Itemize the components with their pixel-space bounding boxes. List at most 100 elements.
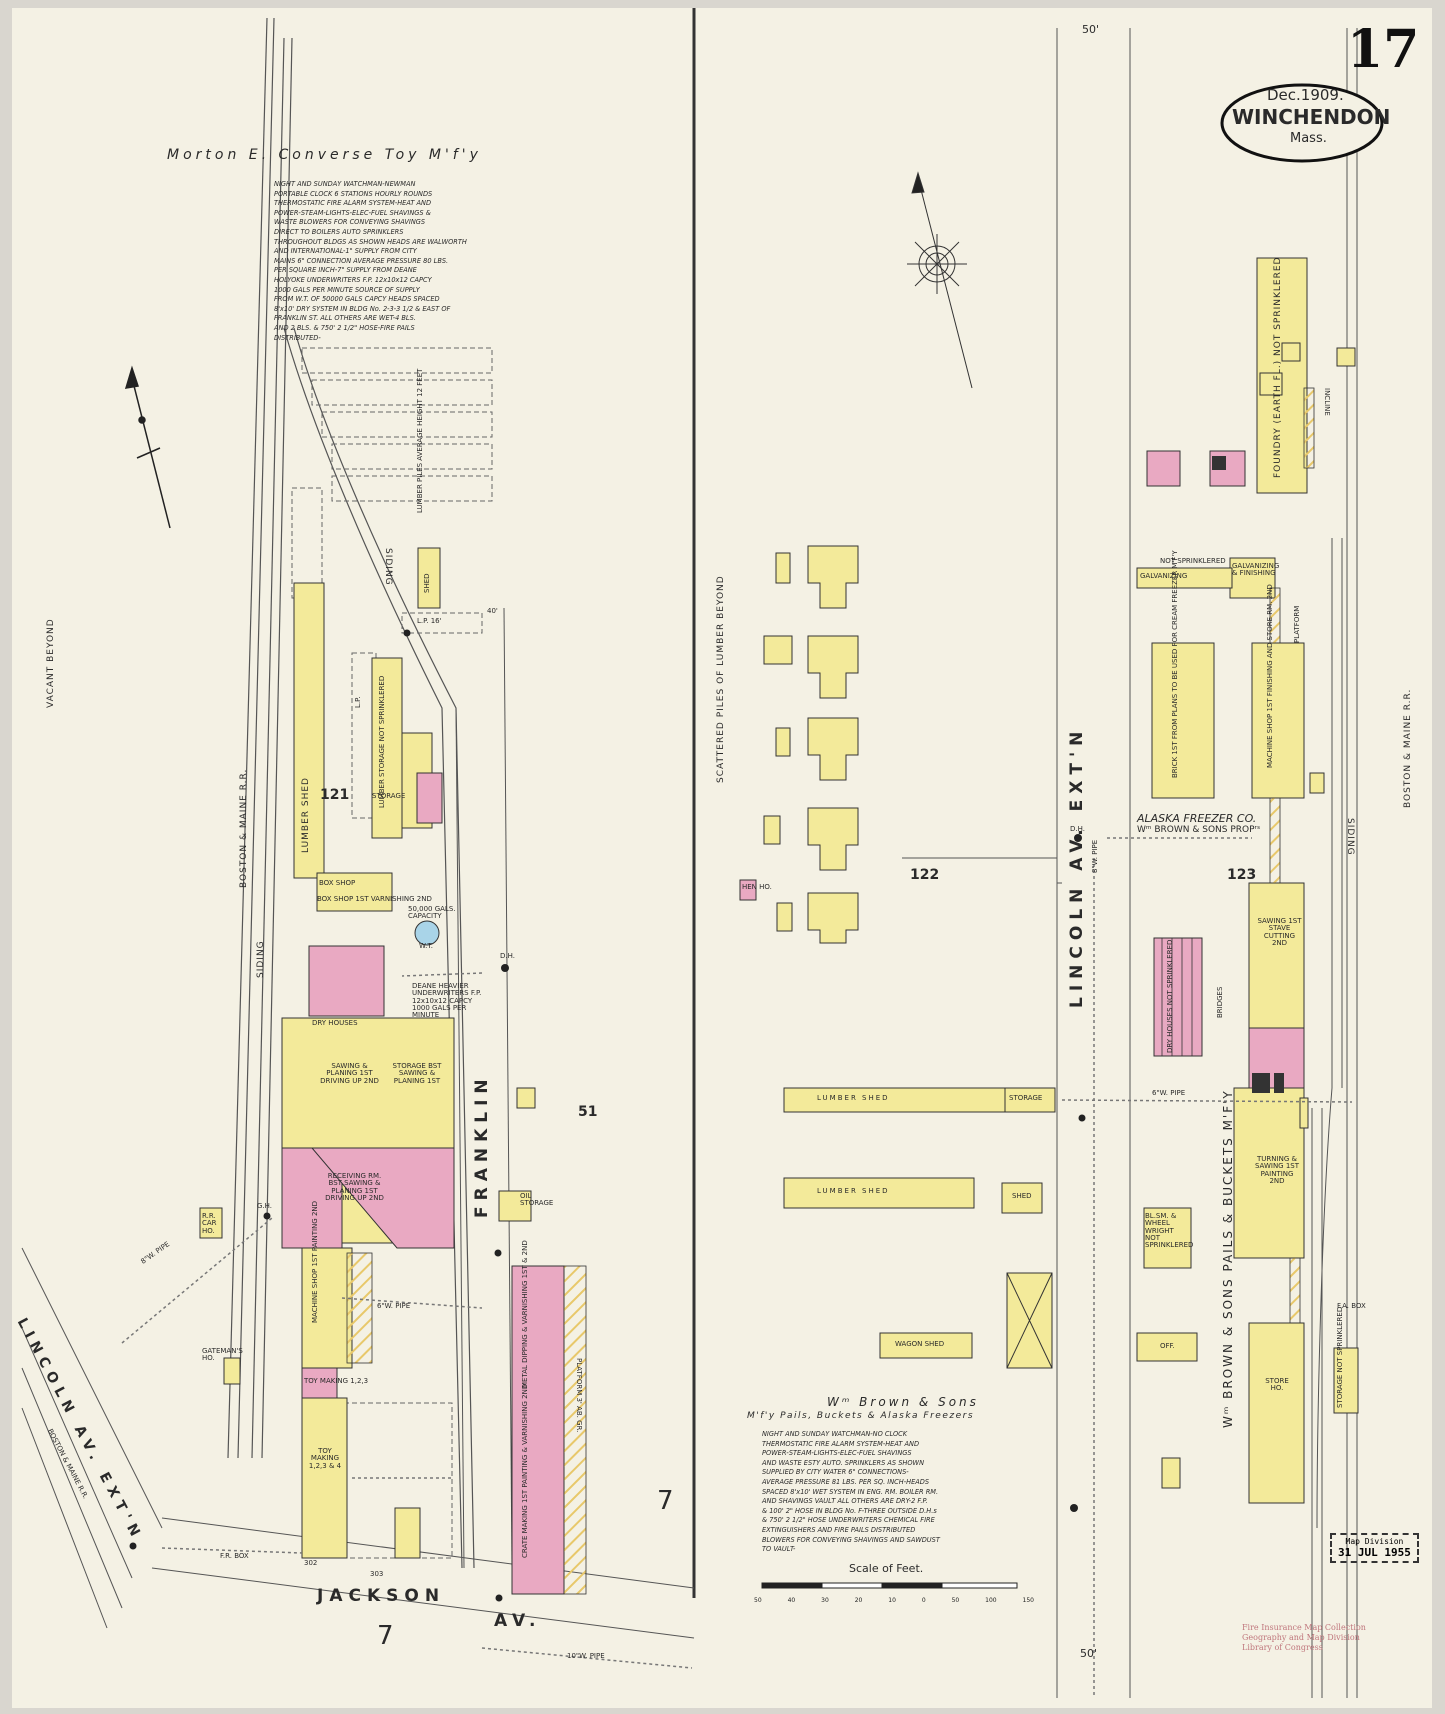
title-date: Dec.1909.: [1267, 86, 1344, 104]
gatemans-house-label: GATEMAN'S HO.: [202, 1347, 243, 1363]
water-tank-label: W.T.: [419, 942, 434, 950]
water-tank: [414, 920, 440, 946]
box-shop-label: BOX SHOP: [319, 879, 356, 887]
platform-label-left: PLATFORM 3' AB. GR.: [575, 1358, 583, 1433]
lumber-shed-right-label: LUMBER SHED: [817, 1094, 890, 1102]
office-label: OFF.: [1160, 1342, 1175, 1350]
scale-tick: 40: [787, 1597, 796, 1604]
scale-caption: Scale of Feet.: [849, 1562, 924, 1575]
right-small-sheds: [763, 545, 859, 944]
dry-houses-right-label: DRY HOUSES NOT SPRINKLERED: [1166, 939, 1174, 1053]
toy-making-label: TOY MAKING 1,2,3 & 4: [308, 1447, 342, 1470]
brown-sons-props-label: Wᵐ BROWN & SONS PROPʳˢ: [1137, 825, 1261, 835]
incline-label: INCLINE: [1323, 388, 1331, 416]
sheet-number: 17: [1347, 19, 1420, 80]
lp16-label: L.P. 16': [417, 617, 442, 625]
right-plan-title: Wᵐ Brown & Sons: [827, 1395, 979, 1409]
siding-label-left: SIDING: [256, 940, 266, 978]
block-121: 121: [320, 787, 350, 803]
compass-rose: [907, 171, 973, 389]
scale-bar: [761, 1582, 1018, 1589]
fire-alarm-box-left: F.R. BOX: [220, 1552, 249, 1560]
pipe-10-left: 10"W. PIPE: [567, 1652, 605, 1660]
lumber-storage-label: LUMBER STORAGE NOT SPRINKLERED: [378, 675, 386, 808]
wagon-shed-label: WAGON SHED: [895, 1340, 945, 1348]
avenue-label: AV.: [494, 1611, 542, 1631]
block-51: 51: [578, 1104, 598, 1120]
street-width-bottom: 50': [1080, 1647, 1098, 1660]
stamp-line-1: Map Division: [1345, 1537, 1404, 1546]
title-state: Mass.: [1290, 131, 1327, 146]
block-122: 122: [910, 867, 940, 883]
jackson-avenue: [151, 1517, 695, 1639]
not-sprinklered-label: NOT SPRINKLERED: [1160, 557, 1226, 565]
right-plan-notes: NIGHT AND SUNDAY WATCHMAN-NO CLOCK THERM…: [762, 1430, 940, 1554]
store-house-label: STORE HO.: [1265, 1377, 1289, 1393]
scale-tick: 50: [754, 1597, 762, 1604]
scale-ticks: 50 40 30 20 10 0 50 100 150: [754, 1597, 1034, 1604]
credit-line-1: Fire Insurance Map Collection: [1242, 1623, 1366, 1632]
brick-planned-label: BRICK 1ST FROM PLANS TO BE USED FOR CREA…: [1171, 550, 1179, 778]
title-town: WINCHENDON: [1232, 105, 1391, 129]
receiving-room: [310, 1147, 455, 1249]
foundry-label: FOUNDRY (EARTH FL.) NOT SPRINKLERED: [1273, 256, 1283, 478]
scattered-lumber-label: SCATTERED PILES OF LUMBER BEYOND: [716, 575, 726, 783]
storage-right-label: STORAGE: [1009, 1094, 1043, 1102]
lumber-shed-right-label-2: LUMBER SHED: [817, 1187, 890, 1195]
sawing-planing-label: SAWING & PLANING 1ST DRIVING UP 2ND: [320, 1062, 379, 1085]
scale-tick: 20: [854, 1597, 863, 1604]
receiving-room-label: RECEIVING RM. BST SAWING & PLANING 1ST D…: [325, 1172, 384, 1203]
siding-label-left-2: SIDING: [383, 548, 393, 586]
map-sheet: 17 Dec.1909. WINCHENDON Mass. 50' 50' Mo…: [12, 8, 1432, 1708]
lumber-piles-label: LUMBER PILES AVERAGE HEIGHT 12 FEET: [416, 368, 424, 513]
pails-buckets-mfy-label: Wᵐ BROWN & SONS PAILS & BUCKETS M'F'Y: [1221, 1089, 1235, 1428]
right-platforms: [1269, 387, 1315, 1324]
right-hydrants: [1070, 834, 1086, 1512]
storage-sawing-label: STORAGE BST SAWING & PLANING 1ST: [392, 1062, 442, 1085]
rr-right-label: BOSTON & MAINE R.R.: [1403, 688, 1413, 808]
block-7-right: 7: [657, 1486, 674, 1516]
scale-tick: 150: [1022, 1597, 1034, 1604]
scale-tick: 10: [888, 1597, 896, 1604]
right-streets: [902, 28, 1358, 1698]
siding-right-label: SIDING: [1345, 818, 1355, 856]
alaska-freezer-label: ALASKA FREEZER CO.: [1137, 812, 1257, 825]
dh-label-right: D.H.: [1070, 825, 1085, 833]
galvanizing-label: GALVANIZING: [1140, 572, 1188, 580]
metal-dipping-label: METAL DIPPING & VARNISHING 1ST & 2ND: [521, 1240, 529, 1388]
pipe-6-left: 6"W. PIPE: [377, 1302, 411, 1310]
right-water-pipes: [1061, 837, 1353, 1698]
hen-house-label: HEN HO.: [742, 883, 772, 891]
dry-house-dividers: [1161, 938, 1193, 1056]
machine-shop-label: MACHINE SHOP 1ST PAINTING 2ND: [311, 1200, 319, 1323]
library-credit: Fire Insurance Map Collection Geography …: [1242, 1623, 1366, 1653]
title-cartouche: [1220, 83, 1384, 163]
scale-tick: 0: [921, 1597, 926, 1604]
machine-shop-right-label: MACHINE SHOP 1ST FINISHING AND STORE RM.…: [1266, 584, 1274, 768]
dry-houses-label: DRY HOUSES: [312, 1019, 358, 1027]
bridges-label: BRIDGES: [1216, 986, 1224, 1018]
left-north-arrow: [124, 365, 171, 529]
franklin-street-label: FRANKLIN: [472, 1073, 492, 1218]
box-shop-varnishing-label: BOX SHOP 1ST VARNISHING 2ND: [317, 895, 432, 903]
rr-car-house-label: R.R. CAR HO.: [202, 1212, 217, 1235]
water-tank-capacity: 50,000 GALS. CAPACITY: [408, 905, 456, 921]
pipe-6-right: 6"W. PIPE: [1152, 1089, 1186, 1097]
crate-making-label: CRATE MAKING 1ST PAINTING & VARNISHING 2…: [521, 1383, 529, 1558]
jackson-avenue-label: JACKSON: [317, 1586, 446, 1606]
right-boilers: [1212, 456, 1284, 1093]
left-plan-title: Morton E. Converse Toy M'f'y: [167, 147, 482, 163]
sawing-stave-label: SAWING 1ST STAVE CUTTING 2ND: [1257, 917, 1302, 948]
block-7-bottom: 7: [377, 1621, 394, 1651]
oil-storage-label: OIL STORAGE: [520, 1192, 554, 1208]
right-yellow-buildings: [783, 257, 1359, 1504]
block-123: 123: [1227, 867, 1257, 883]
turning-sawing-label: TURNING & SAWING 1ST PAINTING 2ND: [1254, 1155, 1300, 1186]
platform-right-label: PLATFORM: [1293, 605, 1301, 643]
left-railroad: [227, 17, 475, 1569]
scale-tick: 50: [951, 1597, 960, 1604]
dh-label-left: D.H.: [500, 952, 515, 960]
scale-tick: 30: [821, 1597, 829, 1604]
credit-line-3: Library of Congress: [1242, 1643, 1323, 1652]
right-x-building: [1006, 1272, 1053, 1369]
